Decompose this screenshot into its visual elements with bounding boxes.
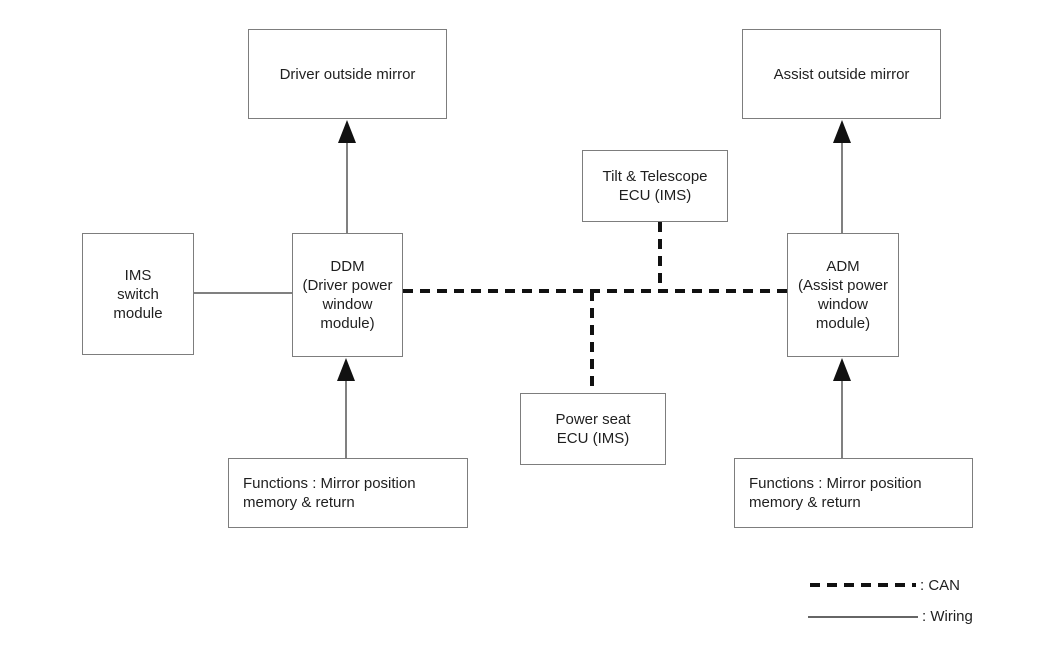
arrowhead-driver-mirror [338, 120, 356, 143]
box-functions-driver: Functions : Mirror position memory & ret… [228, 458, 468, 528]
legend-wiring-label: : Wiring [922, 608, 973, 625]
legend-can-label: : CAN [920, 577, 961, 594]
box-tilt-telescope-ecu: Tilt & Telescope ECU (IMS) [582, 150, 728, 222]
arrowhead-assist-mirror [833, 120, 851, 143]
box-assist-outside-mirror: Assist outside mirror [742, 29, 941, 119]
arrowhead-ddm [337, 358, 355, 381]
box-driver-outside-mirror: Driver outside mirror [248, 29, 447, 119]
box-functions-assist: Functions : Mirror position memory & ret… [734, 458, 973, 528]
arrowhead-adm [833, 358, 851, 381]
box-ims-switch-module: IMS switch module [82, 233, 194, 355]
box-ddm-driver-power-window-module: DDM (Driver power window module) [292, 233, 403, 357]
box-adm-assist-power-window-module: ADM (Assist power window module) [787, 233, 899, 357]
box-power-seat-ecu: Power seat ECU (IMS) [520, 393, 666, 465]
